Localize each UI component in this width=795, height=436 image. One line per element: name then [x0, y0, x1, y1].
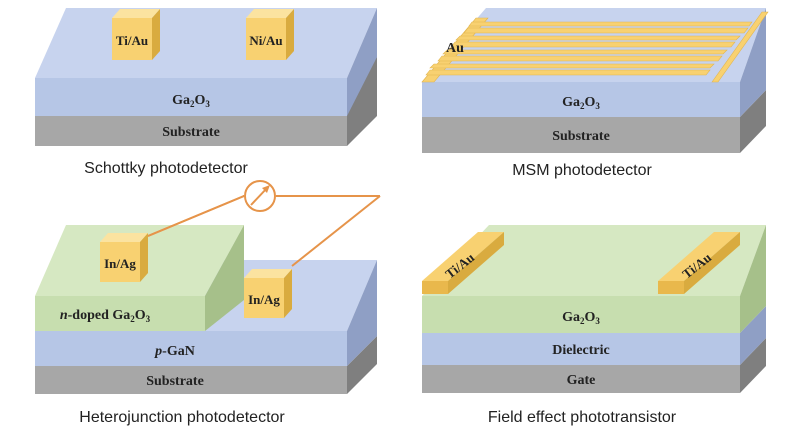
msm-ga2o3-side — [740, 8, 766, 117]
fet-gate-side — [740, 338, 766, 393]
schottky-substrate-side — [347, 57, 377, 146]
fet-dielectric-front — [422, 333, 740, 365]
hetero-electrode-left-label: In/Ag — [104, 256, 136, 271]
fet-caption: Field effect phototransistor — [488, 409, 677, 426]
fet-ga2o3-front — [422, 296, 740, 333]
schottky-panel: Ti/Au Ni/Au Ga2O3 Substrate Schottky pho… — [35, 8, 377, 177]
meter-icon — [244, 180, 276, 212]
schottky-electrode-left: Ti/Au — [112, 9, 160, 60]
hetero-pgan-side — [347, 260, 377, 366]
msm-ga2o3-front — [422, 82, 740, 117]
msm-panel: Au Ga2O3 Substrate MSM photodetector — [421, 8, 769, 179]
msm-ga2o3-label: Ga2O3 — [562, 95, 600, 111]
msm-substrate-label: Substrate — [552, 129, 610, 144]
msm-substrate-front — [422, 117, 740, 153]
hetero-substrate-label: Substrate — [146, 374, 204, 389]
msm-substrate-side — [740, 90, 766, 153]
hetero-ndoped-front — [35, 296, 205, 331]
hetero-panel: In/Ag In/Ag n-doped Ga2O3 p-GaN Substrat… — [35, 180, 381, 426]
schottky-ga2o3-label: Ga2O3 — [172, 93, 210, 109]
schottky-electrode-right-label: Ni/Au — [249, 33, 282, 48]
hetero-ndoped-side — [205, 225, 244, 331]
schottky-ga2o3-top — [35, 8, 377, 78]
schottky-substrate-label: Substrate — [162, 125, 220, 140]
hetero-pgan-front — [35, 331, 347, 366]
msm-electrode-label: Au — [446, 41, 464, 56]
hetero-substrate-front — [35, 366, 347, 394]
hetero-electrode-left: In/Ag — [100, 233, 148, 282]
schottky-substrate-front — [35, 116, 347, 146]
fet-gate-front — [422, 365, 740, 393]
fet-dielectric-side — [740, 306, 766, 365]
schottky-electrode-right: Ni/Au — [246, 9, 294, 60]
msm-caption: MSM photodetector — [512, 162, 652, 179]
fet-panel: Ti/Au Ti/Au Ga2O3 Dielectric Gate Field … — [422, 225, 766, 426]
schottky-caption: Schottky photodetector — [84, 160, 248, 177]
fet-ga2o3-side — [740, 225, 766, 333]
msm-interdigitated-electrodes — [421, 11, 769, 83]
hetero-caption: Heterojunction photodetector — [79, 409, 285, 426]
schottky-electrode-left-label: Ti/Au — [116, 33, 148, 48]
hetero-circuit-wire — [147, 195, 381, 267]
hetero-substrate-side — [347, 336, 377, 394]
hetero-electrode-right: In/Ag — [244, 269, 292, 318]
hetero-pgan-label: p-GaN — [154, 344, 195, 359]
hetero-ndoped-label: n-doped Ga2O3 — [60, 308, 151, 324]
hetero-electrode-right-label: In/Ag — [248, 292, 280, 307]
schottky-ga2o3-side — [347, 8, 377, 116]
fet-ga2o3-label: Ga2O3 — [562, 310, 600, 326]
fet-gate-label: Gate — [567, 373, 596, 388]
schottky-ga2o3-front — [35, 78, 347, 116]
fet-dielectric-label: Dielectric — [552, 343, 610, 358]
